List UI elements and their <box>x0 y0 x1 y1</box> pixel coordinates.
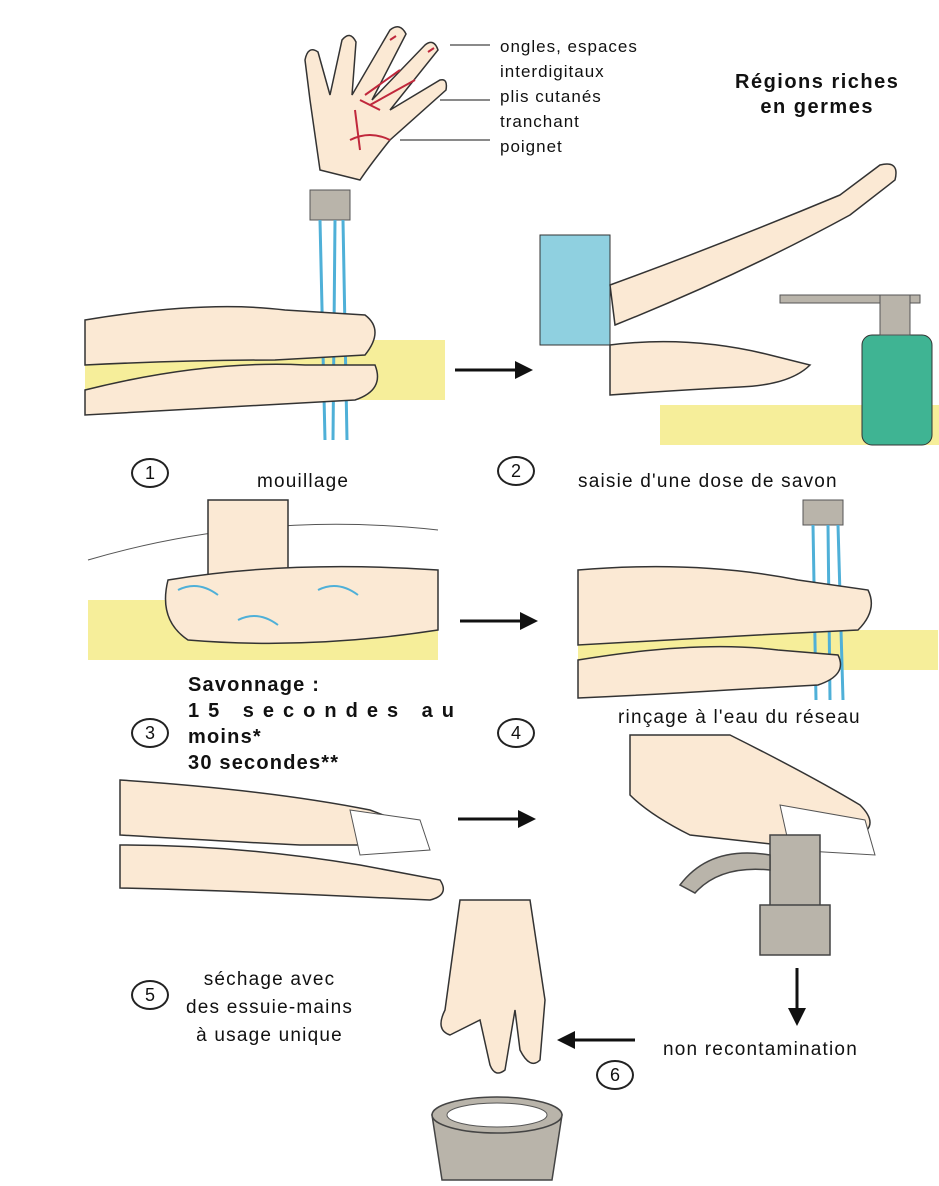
tap-closing-illustration <box>630 735 890 965</box>
step5-label-line-1: séchage avec <box>186 966 353 994</box>
step4-rinsing-illustration <box>578 500 938 700</box>
arrow-right-icon <box>460 609 540 633</box>
annotation-nails: ongles, espaces <box>500 34 638 59</box>
arrow-down-icon <box>785 968 809 1028</box>
arrow-right-icon <box>458 807 538 831</box>
step3-soaping-illustration <box>88 500 438 670</box>
hand-germ-regions-illustration <box>250 0 510 190</box>
step-number-6: 6 <box>596 1060 634 1090</box>
step1-wetting-illustration <box>85 190 445 450</box>
step4-label: rinçage à l'eau du réseau <box>618 706 861 730</box>
step5-label-line-3: à usage unique <box>186 1022 353 1050</box>
annotation-edge: tranchant <box>500 109 638 134</box>
arrow-right-icon <box>455 358 535 382</box>
step-number-2: 2 <box>497 456 535 486</box>
step2-soap-illustration <box>540 155 939 455</box>
germ-regions-annotations: ongles, espaces interdigitaux plis cutan… <box>500 34 638 159</box>
step3-label-line-1: Savonnage : <box>188 672 463 698</box>
annotation-skin-folds: plis cutanés <box>500 84 638 109</box>
step-number-5: 5 <box>131 980 169 1010</box>
step2-label: saisie d'une dose de savon <box>578 470 838 494</box>
step5-label: séchage avec des essuie-mains à usage un… <box>186 966 353 1050</box>
step1-label: mouillage <box>257 470 349 494</box>
annotation-interdigital: interdigitaux <box>500 59 638 84</box>
title-line-1: Régions riches <box>735 70 899 95</box>
step3-label-line-3: moins* <box>188 724 463 750</box>
page-title: Régions riches en germes <box>735 70 899 120</box>
step3-label: Savonnage : 15 secondes au moins* 30 sec… <box>188 672 463 776</box>
step-number-4: 4 <box>497 718 535 748</box>
arrow-left-icon <box>555 1028 635 1052</box>
step6-label: non recontamination <box>663 1038 858 1062</box>
step-number-1: 1 <box>131 458 169 488</box>
title-line-2: en germes <box>735 95 899 120</box>
waste-bin-illustration <box>420 900 570 1180</box>
step5-label-line-2: des essuie-mains <box>186 994 353 1022</box>
step3-label-line-2: 15 secondes au <box>188 698 463 724</box>
step-number-3: 3 <box>131 718 169 748</box>
step5-drying-illustration <box>120 770 450 920</box>
